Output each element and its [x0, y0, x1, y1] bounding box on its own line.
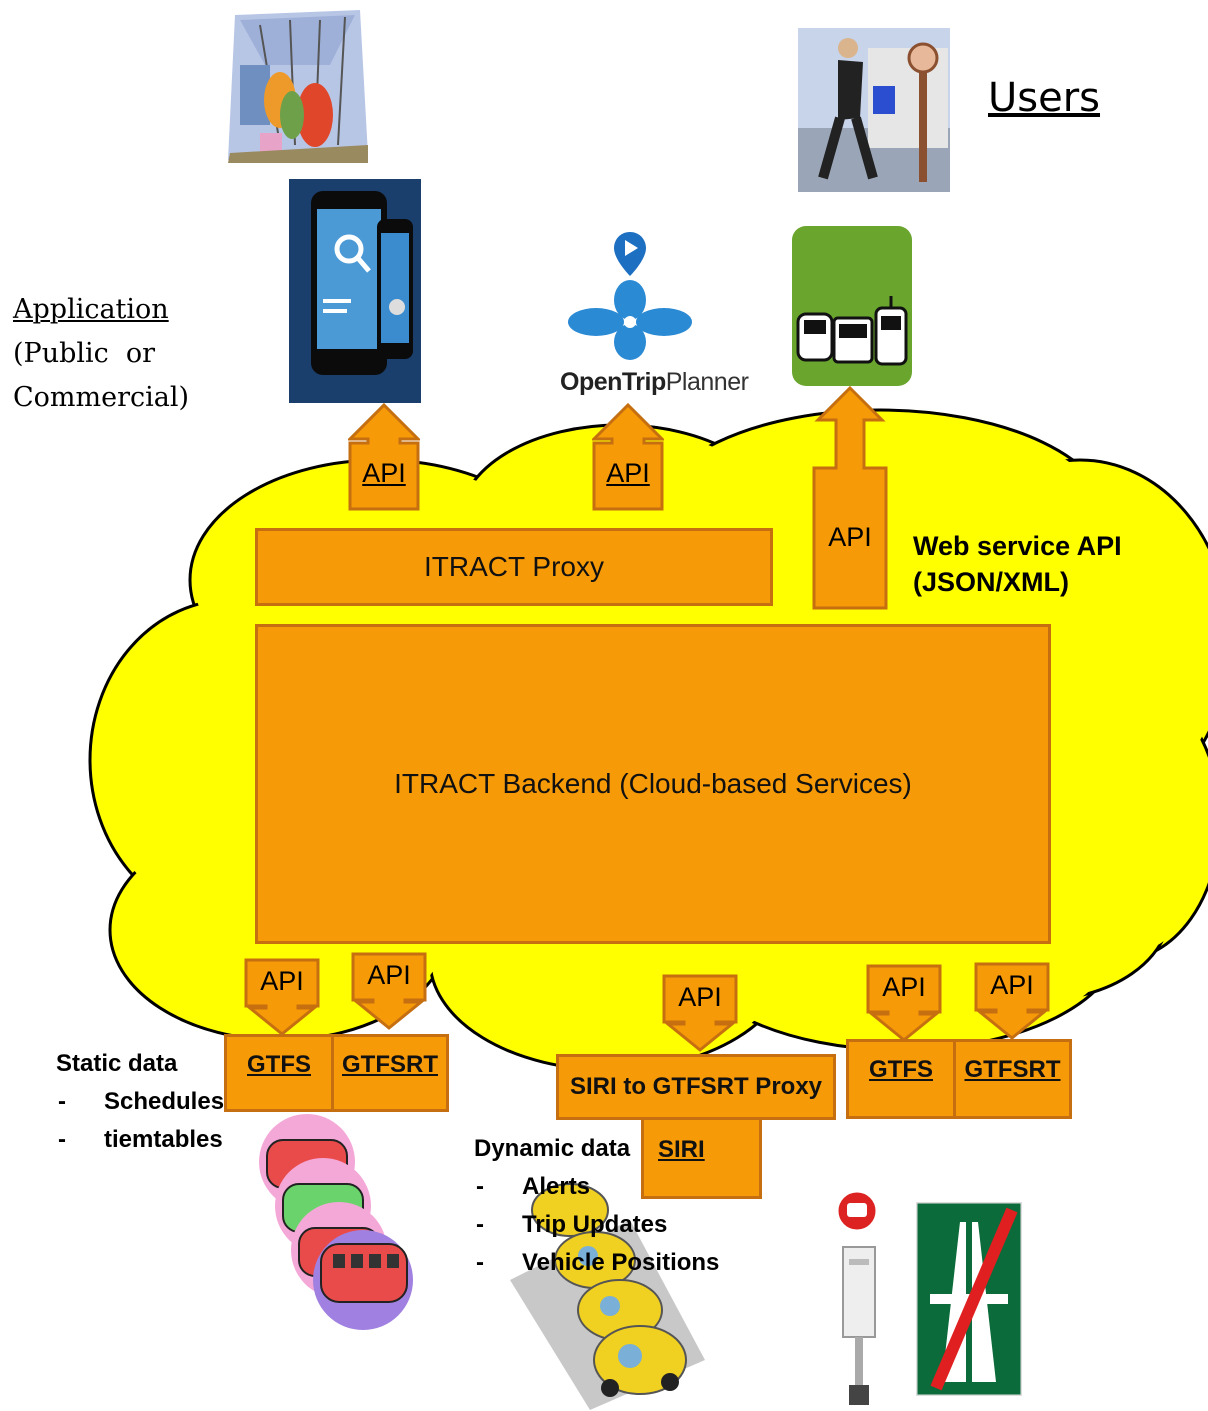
api-arrow-up-otp-shape	[592, 403, 664, 511]
logo-text-planner: Planner	[665, 368, 749, 396]
train-station-clipart	[228, 10, 368, 163]
static-data-item-label: Schedules	[104, 1088, 225, 1115]
taxis-clipart	[510, 1183, 705, 1410]
itract-backend-box: ITRACT Backend (Cloud-based Services)	[255, 624, 1051, 944]
api-label-app: API	[362, 458, 406, 488]
dynamic-data-item-label: Alerts	[522, 1173, 591, 1200]
static-data-item: -tiemtables	[58, 1126, 223, 1153]
dynamic-data-item-label: Trip Updates	[522, 1211, 668, 1238]
gtfs-box-right: GTFS	[846, 1039, 956, 1119]
itract-proxy-label: ITRACT Proxy	[424, 551, 604, 582]
api-label-otp: API	[606, 458, 650, 488]
bus-stop-sign-icon	[835, 1189, 879, 1405]
siri-proxy-label: SIRI to GTFSRT Proxy	[569, 1073, 823, 1100]
api-label-down-5: API	[990, 970, 1034, 1000]
opentripplanner-logo-text: OpenTripPlanner	[560, 368, 749, 397]
static-data-list: Static data -Schedules -tiemtables	[56, 1045, 224, 1159]
api-arrow-up-web-shape	[812, 386, 888, 610]
gtfsrt-box-right: GTFSRT	[953, 1039, 1072, 1119]
static-data-item-label: tiemtables	[104, 1126, 223, 1153]
api-label-down-1: API	[260, 966, 304, 996]
application-label-line3: Commercial)	[13, 382, 190, 413]
api-arrow-up-left-shape	[348, 403, 420, 511]
api-arrow-down-3-shape	[662, 974, 738, 1052]
siri-label: SIRI	[658, 1136, 705, 1163]
api-label-down-3: API	[678, 982, 722, 1012]
dynamic-data-title: Dynamic data	[474, 1135, 631, 1162]
itract-backend-label: ITRACT Backend (Cloud-based Services)	[394, 768, 912, 799]
logo-text-open: Open	[560, 368, 622, 396]
static-data-item: -Schedules	[58, 1088, 225, 1115]
dynamic-data-item: -Alerts	[476, 1173, 591, 1200]
api-arrow-down-2-shape	[351, 952, 427, 1030]
application-label-line2: (Public or	[13, 338, 156, 369]
logo-text-trip: Trip	[621, 368, 666, 396]
opentripplanner-logo-icon	[568, 232, 692, 360]
api-arrow-down-5-shape	[974, 962, 1050, 1040]
web-service-line2: (JSON/XML)	[913, 567, 1070, 597]
gtfs-label-left: GTFS	[247, 1051, 311, 1078]
web-service-line1: Web service API	[913, 531, 1122, 561]
mobile-app-icon	[289, 179, 421, 403]
dynamic-data-item: -Vehicle Positions	[476, 1249, 720, 1276]
web-service-label: Web service API (JSON/XML)	[913, 528, 1122, 600]
dynamic-data-item: -Trip Updates	[476, 1211, 668, 1238]
gtfsrt-label-left: GTFSRT	[342, 1051, 438, 1078]
api-label-down-2: API	[367, 960, 411, 990]
dynamic-data-item-label: Vehicle Positions	[522, 1249, 720, 1276]
gtfsrt-label-right: GTFSRT	[964, 1056, 1061, 1083]
itract-proxy-box: ITRACT Proxy	[255, 528, 773, 606]
application-label-line1: Application	[13, 294, 169, 325]
api-label-down-4: API	[882, 972, 926, 1002]
siri-proxy-box: SIRI to GTFSRT Proxy	[556, 1054, 836, 1120]
running-traveler-clipart	[798, 28, 950, 192]
gtfs-box-left: GTFS	[224, 1034, 334, 1112]
gtfsrt-box-left: GTFSRT	[331, 1034, 449, 1112]
dynamic-data-list: Dynamic data -Alerts -Trip Updates -Vehi…	[474, 1130, 719, 1282]
api-label-web: API	[828, 522, 872, 552]
transit-vehicles-icon	[792, 226, 912, 386]
users-label: Users	[988, 75, 1101, 121]
siri-box: SIRI	[641, 1117, 762, 1199]
buses-clipart	[259, 1114, 413, 1330]
gtfs-label-right: GTFS	[869, 1056, 933, 1083]
application-label: Application (Public or Commercial)	[13, 288, 213, 420]
api-arrow-down-1-shape	[244, 958, 320, 1036]
api-arrow-down-4-shape	[866, 964, 942, 1042]
static-data-title: Static data	[56, 1050, 178, 1077]
end-of-motorway-sign-icon	[916, 1202, 1022, 1396]
